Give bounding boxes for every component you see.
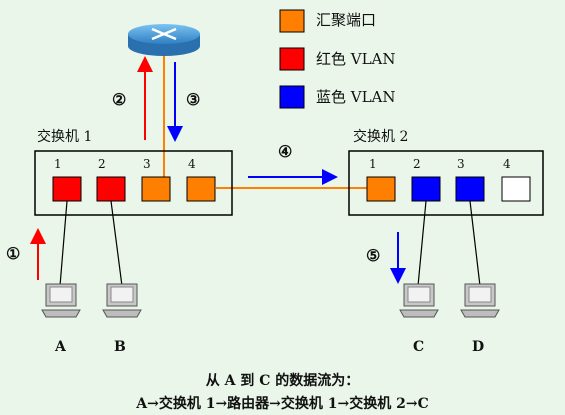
switch1-port-1-number: 1 (54, 157, 62, 171)
computer-c-icon (399, 283, 439, 318)
step-3-label: ③ (186, 90, 201, 109)
switch2-port-4-number: 4 (503, 157, 511, 171)
footer-title: 从 A 到 C 的数据流为： (205, 373, 360, 389)
pc-c-label: C (413, 339, 425, 355)
switch2-port-3-number: 3 (457, 157, 465, 171)
switch2-port-1 (366, 176, 396, 202)
switch2-port-2 (411, 176, 441, 202)
switch2-port-4 (501, 176, 531, 202)
switch1-port-3-number: 3 (143, 157, 151, 171)
switch1-box (34, 150, 233, 216)
cable-pc-b (110, 200, 123, 287)
switch2-title: 交换机 2 (353, 129, 409, 145)
cable-pc-c (417, 200, 427, 287)
legend-label-blue-vlan: 蓝色 VLAN (316, 88, 396, 106)
switch1-port-3 (141, 176, 171, 202)
switch1-port-2-number: 2 (98, 157, 106, 171)
switch1-title: 交换机 1 (37, 129, 93, 145)
pc-d-label: D (472, 339, 485, 355)
cable-pc-d (469, 200, 481, 287)
computer-b-icon (102, 283, 142, 318)
pc-b-label: B (114, 339, 126, 355)
legend-swatch-blue (279, 85, 305, 109)
switch2-port-2-number: 2 (413, 157, 421, 171)
switch1-port-1 (52, 176, 82, 202)
footer-flow: A→交换机 1→路由器→交换机 1→交换机 2→C (136, 396, 429, 412)
computer-a-icon (41, 283, 81, 318)
switch1-port-4 (186, 176, 216, 202)
switch2-port-3 (455, 176, 485, 202)
step-1-label: ① (6, 244, 21, 263)
step-2-label: ② (112, 90, 127, 109)
cable-pc-a (59, 200, 68, 287)
legend-label-red-vlan: 红色 VLAN (316, 50, 396, 68)
computer-d-icon (460, 283, 500, 318)
legend-label-trunk: 汇聚端口 (316, 11, 377, 29)
legend-swatch-trunk (279, 9, 305, 33)
switch2-box (348, 150, 544, 216)
switch2-port-1-number: 1 (369, 157, 377, 171)
switch1-port-2 (96, 176, 126, 202)
legend-swatch-red (279, 47, 305, 71)
step-4-label: ④ (278, 142, 293, 161)
pc-a-label: A (55, 339, 66, 355)
router-icon (128, 24, 200, 56)
step-5-label: ⑤ (366, 246, 381, 265)
switch1-port-4-number: 4 (188, 157, 196, 171)
